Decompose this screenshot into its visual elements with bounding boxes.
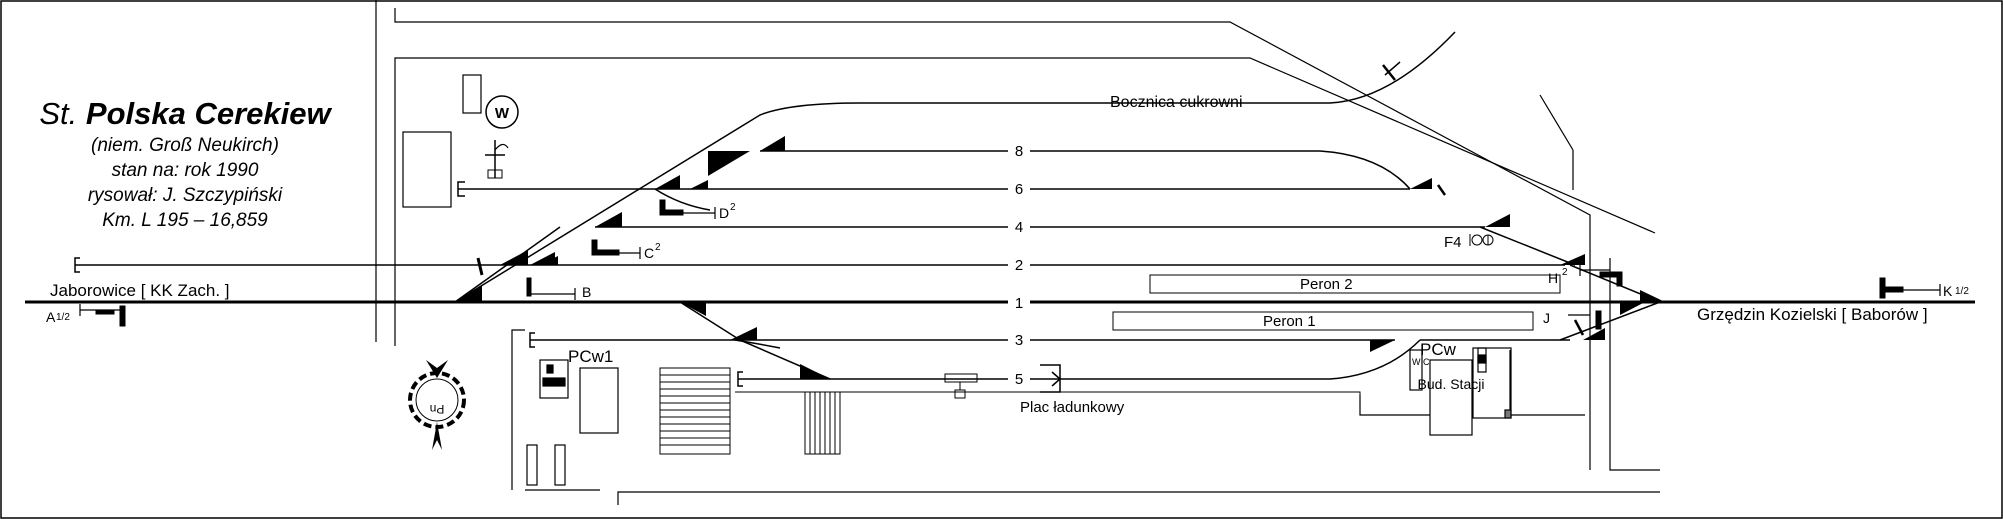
- kilometer: Km. L 195 – 16,859: [102, 210, 268, 231]
- pcw1-building: [579, 367, 619, 434]
- signal-K-label: K: [1943, 283, 1953, 299]
- signal-K-sub: 1/2: [1955, 286, 1969, 297]
- station-building: [1429, 359, 1473, 436]
- track-4-label: 4: [1015, 219, 1023, 236]
- track-2-label: 2: [1015, 257, 1023, 274]
- water-tower-label: W: [495, 105, 510, 122]
- german-name: (niem. Groß Neukirch): [91, 135, 279, 156]
- destination-right: Grzędzin Kozielski [ Baborów ]: [1697, 305, 1928, 324]
- hut-2: [554, 444, 566, 486]
- signal-A-label: A: [46, 309, 56, 325]
- signal-A: [79, 304, 126, 327]
- compass: Pn: [408, 360, 466, 450]
- pcw1-label: PCw1: [568, 347, 613, 366]
- track-8-label: 8: [1015, 143, 1023, 160]
- signal-C-label: C: [644, 245, 654, 261]
- signal-C: [591, 239, 641, 259]
- track-numbers: 8 6 4 2 1 3 5: [1008, 142, 1030, 388]
- signal-A-sub: 1/2: [56, 312, 70, 323]
- compass-label: Pn: [430, 402, 445, 416]
- hut-1: [526, 444, 538, 486]
- title-block: St. Polska Cerekiew (niem. Groß Neukirch…: [20, 95, 350, 233]
- water-tower: W: [462, 74, 519, 179]
- station-title: St. Polska Cerekiew: [20, 95, 350, 133]
- platform-1: [1112, 311, 1534, 331]
- signal-D-label: D: [719, 205, 729, 221]
- track-3-label: 3: [1015, 332, 1023, 349]
- track-6-label: 6: [1015, 181, 1023, 198]
- platform-2: [1149, 274, 1561, 294]
- signal-H-sup: 2: [1562, 267, 1568, 278]
- platforms: [1112, 274, 1561, 331]
- station-title-prefix: St.: [39, 96, 78, 131]
- signal-K: [1879, 277, 1941, 299]
- gantry-crane: [944, 373, 978, 383]
- signal-H: [1579, 264, 1623, 287]
- signal-B: [526, 277, 576, 300]
- signal-B-label: B: [582, 284, 591, 300]
- track-1-label: 1: [1015, 295, 1023, 312]
- author: rysował: J. Szczypiński: [87, 185, 283, 206]
- boundary-lines: [375, 0, 1660, 505]
- loading-road: [735, 373, 1361, 399]
- signal-J-label: J: [1543, 310, 1550, 326]
- signal-C-sup: 2: [655, 242, 661, 253]
- station-building-text: Bud. Stacji: [1418, 376, 1485, 392]
- platform-2-label: Peron 2: [1300, 276, 1353, 293]
- f4-symbol: [1469, 234, 1494, 246]
- signal-H-label: H: [1548, 270, 1558, 286]
- platform-1-label: Peron 1: [1263, 313, 1316, 330]
- signal-D: [659, 199, 716, 219]
- loading-ramp-right: [804, 391, 841, 455]
- signals: [79, 199, 1941, 330]
- signal-D-sup: 2: [730, 202, 736, 213]
- pcw-building: [1472, 347, 1512, 419]
- station-title-name: Polska Cerekiew: [85, 96, 331, 131]
- turnout-frogs: [455, 136, 1665, 379]
- buildings: [402, 131, 1512, 486]
- place-labels: Bocznica cukrowni Peron 2 Peron 1 Plac ł…: [568, 94, 1484, 416]
- building-left: [402, 131, 452, 208]
- loading-yard-label: Plac ładunkowy: [1020, 399, 1125, 416]
- station-building-label: Bud. Stacji: [1418, 376, 1485, 392]
- pcw1-cabin: [539, 359, 569, 399]
- destination-left: Jaborowice [ KK Zach. ]: [50, 281, 230, 300]
- pcw-label: PCw: [1420, 340, 1457, 359]
- signal-labels: A 1/2 B C 2 D 2 F4 H 2 J K 1/2: [46, 202, 1969, 326]
- signal-F4-label: F4: [1444, 234, 1462, 251]
- state-year: stan na: rok 1990: [111, 160, 259, 181]
- loading-ramp-left: [659, 367, 731, 455]
- crossing-marks: [476, 64, 1585, 336]
- siding-label: Bocznica cukrowni: [1110, 94, 1243, 111]
- track-5-label: 5: [1015, 371, 1023, 388]
- wc-label: W C: [1412, 357, 1430, 367]
- signal-J: [1568, 310, 1602, 330]
- wc-building: [1409, 349, 1423, 391]
